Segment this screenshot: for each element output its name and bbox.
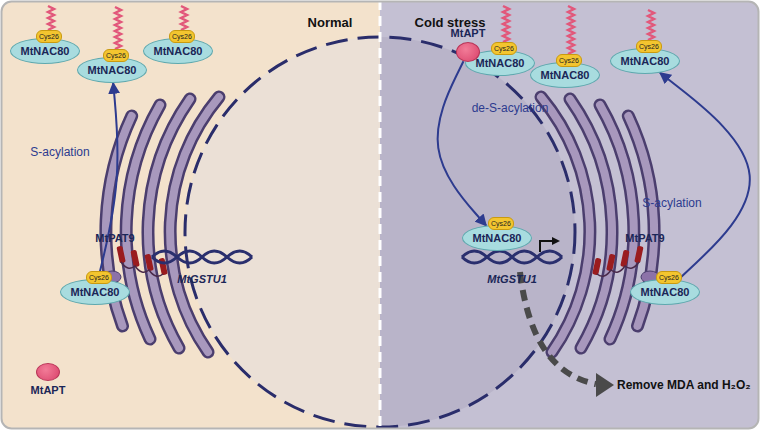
gene-label: MtGSTU1 — [487, 273, 537, 285]
er-cisterna — [170, 97, 219, 352]
acylation-arrow — [98, 83, 117, 279]
normal-panel — [2, 2, 381, 429]
residue-tag: Cys26 — [86, 271, 112, 284]
process-label: de-S-acylation — [472, 101, 549, 115]
residue-tag: Cys26 — [656, 271, 682, 284]
protein-name: MtNAC80 — [71, 286, 120, 298]
protein-name: MtNAC80 — [476, 57, 525, 69]
acyl-chain — [115, 7, 121, 49]
protein-ellipse: Cys26MtNAC80 — [462, 225, 532, 251]
acyl-chain — [48, 6, 54, 30]
tm-helix — [592, 258, 601, 276]
protein-name: MtNAC80 — [621, 55, 670, 67]
enzyme-name: MtAPT — [31, 384, 66, 396]
protein-name: MtNAC80 — [473, 232, 522, 244]
residue-tag: Cys26 — [488, 217, 514, 230]
er-cisterna — [126, 105, 160, 339]
er-cisterna — [600, 105, 634, 339]
dna-helix — [152, 251, 562, 263]
residue-tag: Cys26 — [36, 30, 62, 43]
protein-ellipse: Cys26MtNAC80 — [10, 38, 80, 64]
tm-helix — [606, 254, 615, 272]
er-cisterna — [570, 99, 612, 348]
protein-name: MtNAC80 — [154, 45, 203, 57]
tm-helix — [130, 250, 139, 268]
er-cisterna — [126, 105, 160, 339]
residue-tag: Cys26 — [103, 49, 129, 62]
er-cisterna — [541, 97, 590, 352]
acylation-arrow — [438, 61, 487, 225]
er-cisterna — [541, 97, 590, 352]
dna-strand — [152, 251, 252, 263]
protein-ellipse: Cys26MtNAC80 — [60, 279, 130, 305]
effect-arrowhead — [596, 373, 614, 397]
protein-name: MtNAC80 — [21, 45, 70, 57]
protein-name: MtNAC80 — [641, 286, 690, 298]
dna-strand — [462, 251, 562, 263]
cold-panel — [380, 2, 759, 429]
gene-label: MtGSTU1 — [177, 273, 227, 285]
residue-tag: Cys26 — [556, 54, 582, 67]
connector-group — [98, 61, 750, 280]
acyl-chain — [503, 6, 509, 42]
effect-arrow — [520, 272, 596, 384]
enzyme-label: MtPAT9 — [95, 232, 134, 244]
tm-helix — [634, 246, 643, 264]
tm-helix — [158, 258, 167, 276]
panel-divider — [379, 2, 382, 429]
panel-title: Normal — [308, 15, 353, 30]
protein-name: MtNAC80 — [88, 64, 137, 76]
protein-ellipse: Cys26MtNAC80 — [610, 48, 680, 74]
protein-ellipse: Cys26MtNAC80 — [143, 38, 213, 64]
pat9-loop — [597, 262, 639, 276]
er-cisterna — [148, 99, 190, 348]
acyl-chain — [568, 6, 574, 54]
acylation-arrow — [660, 73, 750, 280]
er-cisterna — [600, 105, 634, 339]
protein-ellipse: Cys26MtNAC80 — [630, 279, 700, 305]
residue-tag: Cys26 — [169, 30, 195, 43]
promoter-arrow — [540, 241, 553, 252]
tm-helix — [116, 246, 125, 264]
enzyme-blob: MtAPT — [36, 363, 60, 381]
tm-helix — [620, 250, 629, 268]
pat9-loop — [121, 262, 163, 276]
outcome-note: Remove MDA and H₂O₂ — [617, 378, 751, 392]
process-label: S-acylation — [642, 196, 701, 210]
dna-strand — [152, 251, 252, 263]
protein-name: MtNAC80 — [541, 69, 590, 81]
acyl-chains — [48, 6, 654, 54]
residue-tag: Cys26 — [491, 42, 517, 55]
enzyme-blob: MtAPT — [456, 42, 480, 62]
process-label: S-acylation — [30, 145, 89, 159]
dna-strand — [462, 251, 562, 263]
er-cisterna — [170, 97, 219, 352]
protein-ellipse: Cys26MtNAC80 — [530, 62, 600, 88]
acyl-chain — [648, 10, 654, 40]
acyl-chain — [181, 6, 187, 30]
residue-tag: Cys26 — [636, 40, 662, 53]
protein-ellipse: Cys26MtNAC80 — [77, 57, 147, 83]
promoter-arrowhead — [552, 237, 560, 245]
enzyme-name: MtAPT — [451, 27, 486, 39]
enzyme-label: MtPAT9 — [625, 232, 664, 244]
